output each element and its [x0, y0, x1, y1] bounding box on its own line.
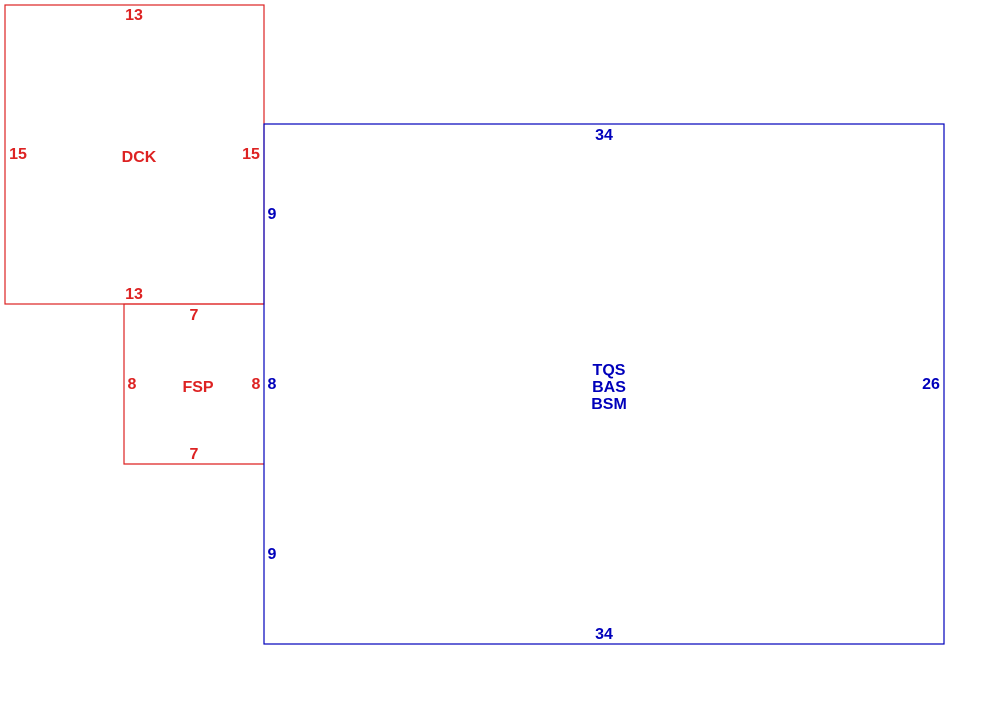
fsp-dim-left: 8 [128, 376, 137, 393]
fsp-area-code: FSP [182, 379, 213, 396]
fsp-outline [123, 303, 264, 465]
dck-dim-top: 13 [125, 7, 143, 24]
dck-dim-right: 15 [242, 146, 260, 163]
main-dim-bottom: 34 [595, 626, 613, 643]
dck-dim-bottom: 13 [125, 286, 143, 303]
fsp-dim-right: 8 [252, 376, 261, 393]
main-area-code-3: BSM [591, 396, 627, 413]
main-dim-left-middle: 8 [268, 376, 277, 393]
main-dim-right: 26 [922, 376, 940, 393]
dck-area: 13 15 15 13 DCK [4, 4, 265, 305]
main-area-code-2: BAS [592, 379, 626, 396]
dck-area-code: DCK [122, 149, 157, 166]
main-structure-area: 34 9 8 9 26 34 TQS BAS BSM [263, 123, 945, 645]
fsp-area: 7 8 8 7 FSP [123, 303, 264, 465]
fsp-dim-top: 7 [190, 307, 199, 324]
dck-dim-left: 15 [9, 146, 27, 163]
main-outline [263, 123, 945, 645]
fsp-dim-bottom: 7 [190, 446, 199, 463]
main-dim-left-lower: 9 [268, 546, 277, 563]
main-dim-left-upper: 9 [268, 206, 277, 223]
main-dim-top: 34 [595, 127, 613, 144]
main-area-code-1: TQS [593, 362, 626, 379]
